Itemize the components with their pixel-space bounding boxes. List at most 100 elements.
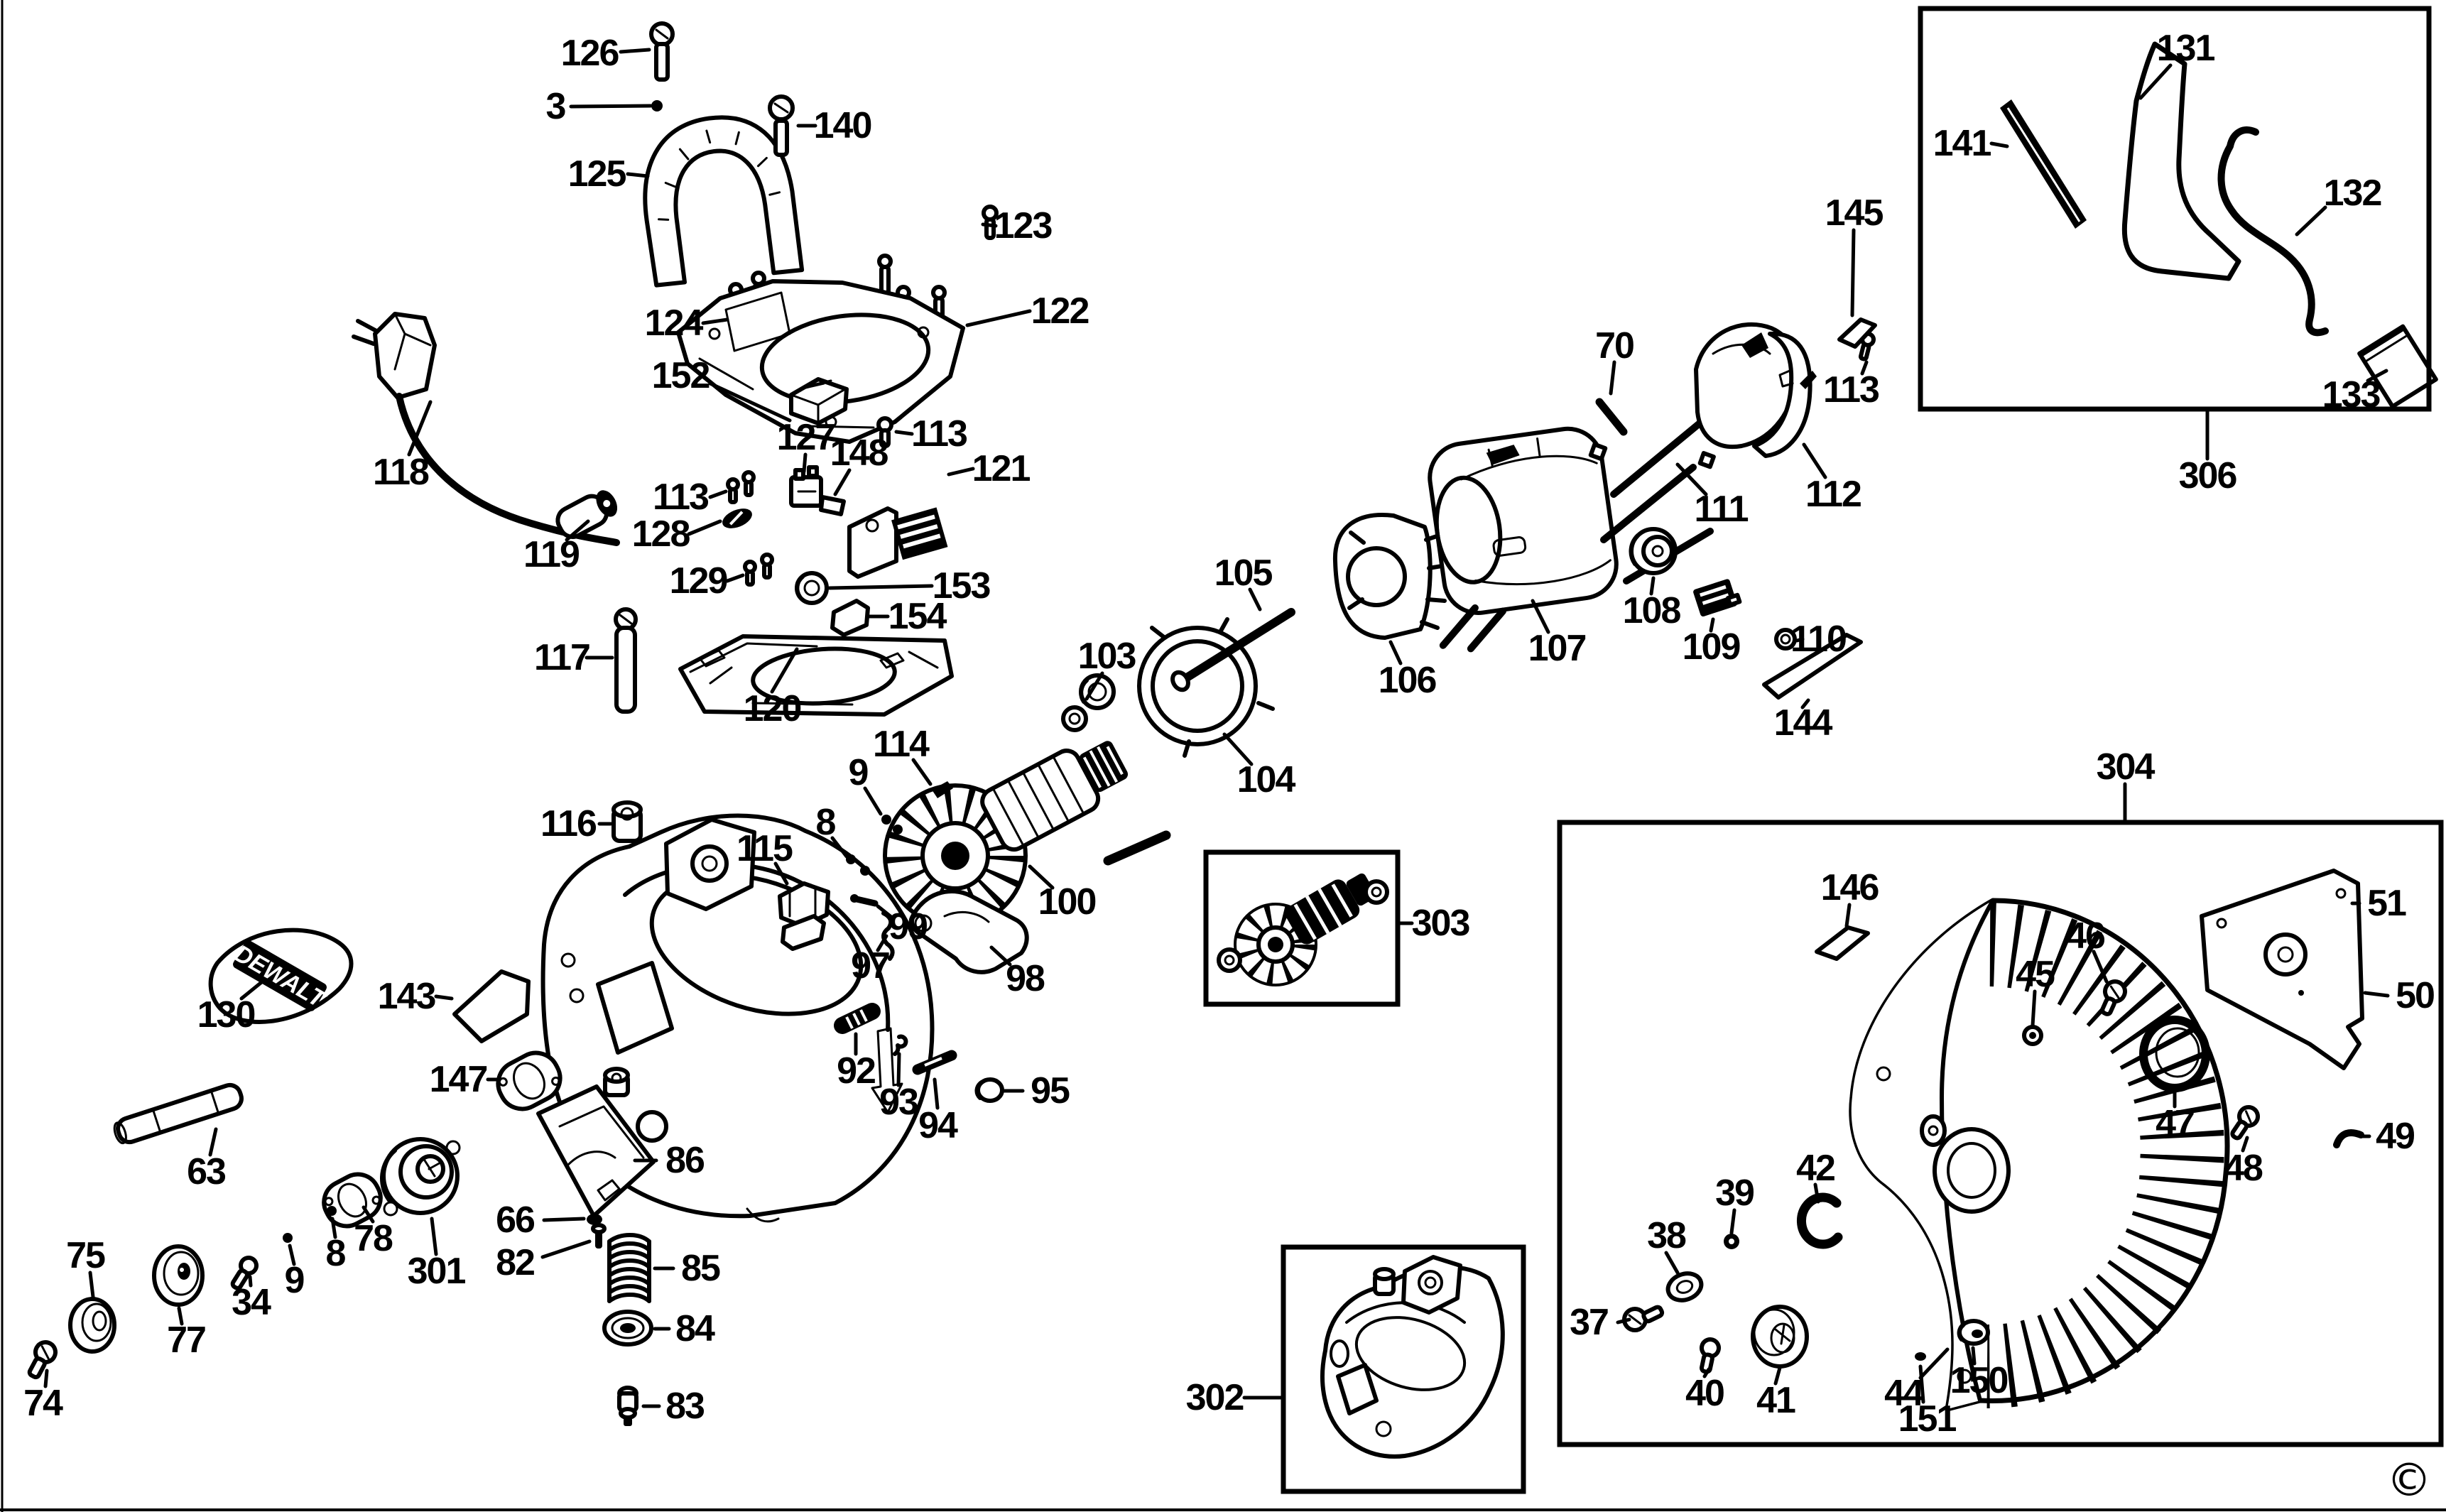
callout-leader-106-43 bbox=[1388, 640, 1403, 665]
callout-label-140-73: 140 bbox=[814, 105, 871, 146]
callout-leader-152-83 bbox=[708, 381, 792, 423]
callout-label-85-30: 85 bbox=[681, 1248, 720, 1289]
callout-leader-41-10 bbox=[1773, 1366, 1782, 1386]
callout-leader-37-6 bbox=[1616, 1317, 1631, 1325]
callout-leader-113-50 bbox=[894, 430, 914, 436]
part-48-screw bbox=[2230, 1105, 2260, 1141]
callout-label-78-26: 78 bbox=[354, 1218, 393, 1259]
callout-label-132-71: 132 bbox=[2324, 173, 2381, 214]
part-126-screw bbox=[649, 21, 675, 82]
callout-leader-115-54 bbox=[773, 861, 789, 886]
part-148-boot bbox=[819, 495, 846, 516]
callout-leader-46-14 bbox=[2092, 950, 2109, 984]
callout-label-117-56: 117 bbox=[534, 637, 589, 678]
callout-leader-97-36 bbox=[876, 934, 888, 952]
part-40-screw bbox=[1699, 1337, 1721, 1374]
part-93-clip bbox=[893, 1034, 908, 1056]
callout-leader-99-38 bbox=[876, 904, 894, 920]
part-63-pin bbox=[113, 1082, 244, 1145]
callout-label-50-18: 50 bbox=[2396, 975, 2434, 1016]
callout-leader-75-24 bbox=[88, 1271, 95, 1299]
part-guard-housing bbox=[540, 813, 935, 1223]
part-9-ball-b bbox=[283, 1233, 293, 1243]
callout-leader-122-61 bbox=[965, 309, 1032, 327]
callout-label-125-64: 125 bbox=[568, 153, 626, 195]
inset-304-guard-44 bbox=[1849, 898, 2230, 1412]
callout-leader-150-81 bbox=[1971, 1346, 1977, 1366]
callout-label-143-75: 143 bbox=[378, 976, 436, 1017]
part-92-spring bbox=[834, 1003, 881, 1034]
part-107-motor-housing bbox=[1428, 426, 1619, 653]
callout-leader-9-3 bbox=[863, 786, 883, 816]
part-3-ball bbox=[651, 100, 663, 112]
callout-leader-45-13 bbox=[2031, 989, 2037, 1028]
callout-label-83-28: 83 bbox=[665, 1386, 705, 1427]
callout-leader-100-39 bbox=[1028, 864, 1055, 890]
callout-label-42-11: 42 bbox=[1796, 1148, 1835, 1189]
part-120-base bbox=[678, 634, 954, 717]
part-103-bearings bbox=[1061, 673, 1116, 732]
inset-box-303 bbox=[1203, 849, 1401, 1007]
callout-label-152-83: 152 bbox=[652, 355, 710, 396]
callout-label-41-10: 41 bbox=[1756, 1380, 1795, 1421]
part-99-pin bbox=[850, 894, 879, 907]
callout-label-48-16: 48 bbox=[2224, 1148, 2263, 1189]
part-125-handle bbox=[643, 115, 805, 288]
callout-leader-50-18 bbox=[2363, 991, 2390, 998]
callout-label-47-15: 47 bbox=[2156, 1103, 2194, 1144]
inset-box-304 bbox=[1557, 820, 2444, 1447]
callout-label-94-34: 94 bbox=[918, 1105, 958, 1146]
callout-label-124-63: 124 bbox=[645, 303, 704, 344]
part-143-deflector bbox=[452, 969, 531, 1043]
callout-leader-107-44 bbox=[1531, 599, 1550, 634]
callout-leader-113-51 bbox=[708, 489, 728, 499]
callout-label-123-62: 123 bbox=[994, 205, 1053, 246]
callout-leader-126-65 bbox=[619, 48, 651, 54]
part-127-switch bbox=[789, 465, 823, 508]
callout-leader-110-47 bbox=[1795, 637, 1805, 643]
callout-label-145-77: 145 bbox=[1825, 192, 1884, 234]
part-115-bracket bbox=[778, 881, 830, 951]
callout-label-100-39: 100 bbox=[1038, 881, 1096, 923]
callout-leader-133-72 bbox=[2366, 369, 2388, 383]
part-113-screws-b bbox=[726, 470, 756, 504]
callout-label-84-29: 84 bbox=[675, 1308, 715, 1349]
callout-label-154-85: 154 bbox=[888, 596, 947, 637]
part-114-key bbox=[932, 781, 953, 798]
part-110-ring bbox=[1774, 628, 1797, 651]
part-153-grommet bbox=[795, 571, 829, 605]
part-84-washer bbox=[602, 1310, 653, 1347]
part-113-screw-a bbox=[876, 416, 893, 448]
callout-leader-131-70 bbox=[2138, 63, 2173, 100]
part-129-screws bbox=[743, 553, 774, 587]
part-41-grommet bbox=[1751, 1305, 1809, 1369]
callout-leader-132-71 bbox=[2295, 205, 2327, 236]
callout-label-302-87: 302 bbox=[1186, 1377, 1244, 1418]
callout-label-306-90: 306 bbox=[2179, 455, 2237, 496]
callout-label-148-80: 148 bbox=[830, 433, 888, 474]
part-106-field bbox=[1332, 513, 1448, 640]
callout-label-144-76: 144 bbox=[1774, 702, 1833, 744]
callout-label-8-2: 8 bbox=[326, 1233, 346, 1274]
callout-leader-153-84 bbox=[827, 584, 934, 590]
callout-leader-112-49 bbox=[1802, 442, 1827, 479]
inset-box-302 bbox=[1281, 1244, 1526, 1494]
part-50-plate bbox=[2200, 869, 2364, 1070]
callout-leader-121-60 bbox=[947, 467, 975, 477]
callout-leader-104-41 bbox=[1222, 732, 1254, 766]
part-9-balls-a bbox=[881, 815, 903, 834]
part-66-nut bbox=[587, 1214, 602, 1225]
callout-label-77-25: 77 bbox=[167, 1320, 205, 1361]
callout-label-95-35: 95 bbox=[1031, 1070, 1070, 1111]
part-83-bolt bbox=[617, 1386, 638, 1426]
part-105-screw bbox=[1170, 608, 1295, 692]
callout-label-104-41: 104 bbox=[1237, 759, 1296, 800]
part-109-brush bbox=[1693, 579, 1742, 617]
callout-label-111-48: 111 bbox=[1694, 489, 1748, 530]
callout-leader-148-80 bbox=[833, 468, 852, 496]
part-144-nameplate bbox=[1762, 633, 1863, 700]
callout-leader-66-21 bbox=[542, 1217, 586, 1222]
callout-leader-301-86 bbox=[430, 1217, 438, 1256]
callout-label-46-14: 46 bbox=[2066, 915, 2105, 957]
